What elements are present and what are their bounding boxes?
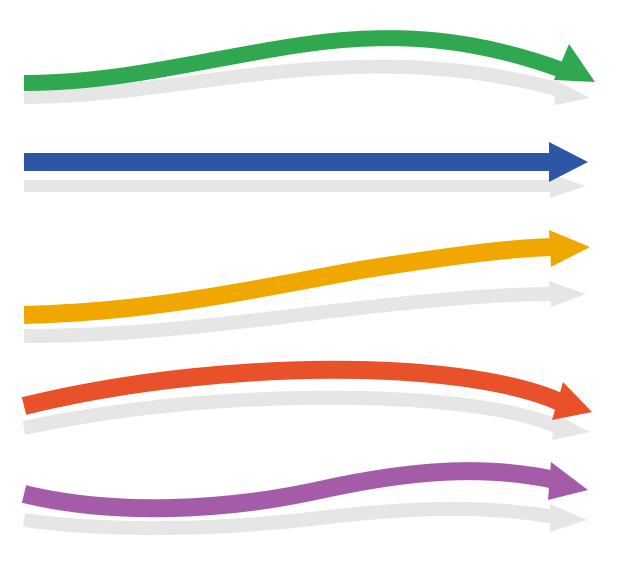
purple-wavy-arrow xyxy=(21,462,588,518)
red-arched-arrow xyxy=(21,360,592,420)
orange-arrow-shadow xyxy=(23,281,586,343)
blue-straight-arrow xyxy=(24,142,588,182)
green-wavy-arrow xyxy=(23,30,595,91)
green-arrow-shadow xyxy=(23,59,590,105)
red-arrow-shadow xyxy=(22,390,590,440)
orange-rising-arrow xyxy=(23,230,590,324)
blue-arrow-shadow xyxy=(24,174,586,198)
purple-arrow-shadow xyxy=(23,501,587,536)
